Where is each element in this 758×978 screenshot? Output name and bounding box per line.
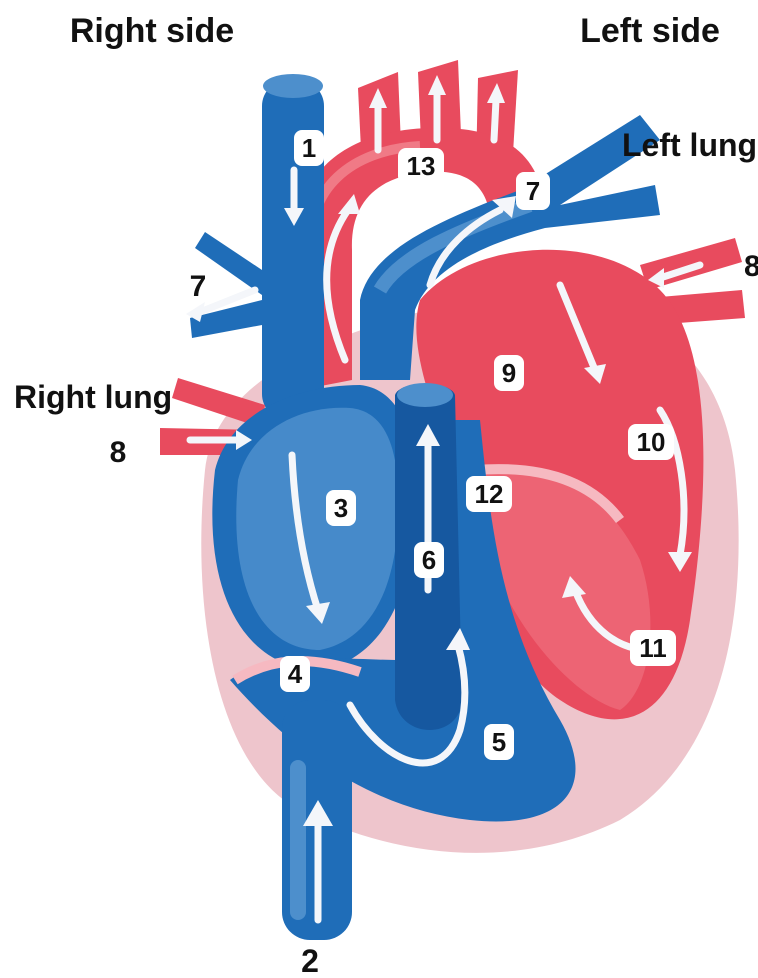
marker-5: 5 — [484, 724, 514, 760]
arrow-aorta-up-3 — [494, 100, 496, 140]
marker-13-text: 13 — [407, 151, 436, 181]
label-right-lung: Right lung — [14, 379, 172, 415]
heading-left-side: Left side — [580, 12, 720, 50]
marker-11-text: 11 — [639, 633, 667, 663]
marker-1: 1 — [294, 130, 324, 166]
label-ivc-number: 2 — [301, 943, 319, 978]
marker-13: 13 — [398, 148, 444, 184]
ivc-highlight — [290, 760, 306, 920]
marker-7-top: 7 — [516, 172, 550, 210]
marker-9-text: 9 — [502, 358, 516, 388]
label-right-pulmonary-artery-number: 7 — [190, 270, 207, 303]
marker-4: 4 — [280, 656, 310, 692]
label-left-lung: Left lung — [622, 127, 757, 163]
heading-right-side: Right side — [70, 12, 234, 50]
outflow-opening — [397, 383, 453, 407]
marker-7-text: 7 — [526, 176, 540, 206]
marker-6-text: 6 — [422, 545, 436, 575]
label-left-pulmonary-vein-number: 8 — [744, 250, 758, 283]
marker-1-text: 1 — [302, 133, 316, 163]
marker-4-text: 4 — [288, 659, 303, 689]
marker-3: 3 — [326, 490, 356, 526]
svc-opening — [263, 74, 323, 98]
marker-5-text: 5 — [492, 727, 506, 757]
marker-3-text: 3 — [334, 493, 348, 523]
marker-6: 6 — [414, 542, 444, 578]
marker-10: 10 — [628, 424, 674, 460]
label-right-pulmonary-vein-number: 8 — [110, 436, 127, 469]
marker-12-text: 12 — [475, 479, 504, 509]
marker-12: 12 — [466, 476, 512, 512]
marker-9: 9 — [494, 355, 524, 391]
marker-11: 11 — [630, 630, 676, 666]
marker-10-text: 10 — [637, 427, 666, 457]
